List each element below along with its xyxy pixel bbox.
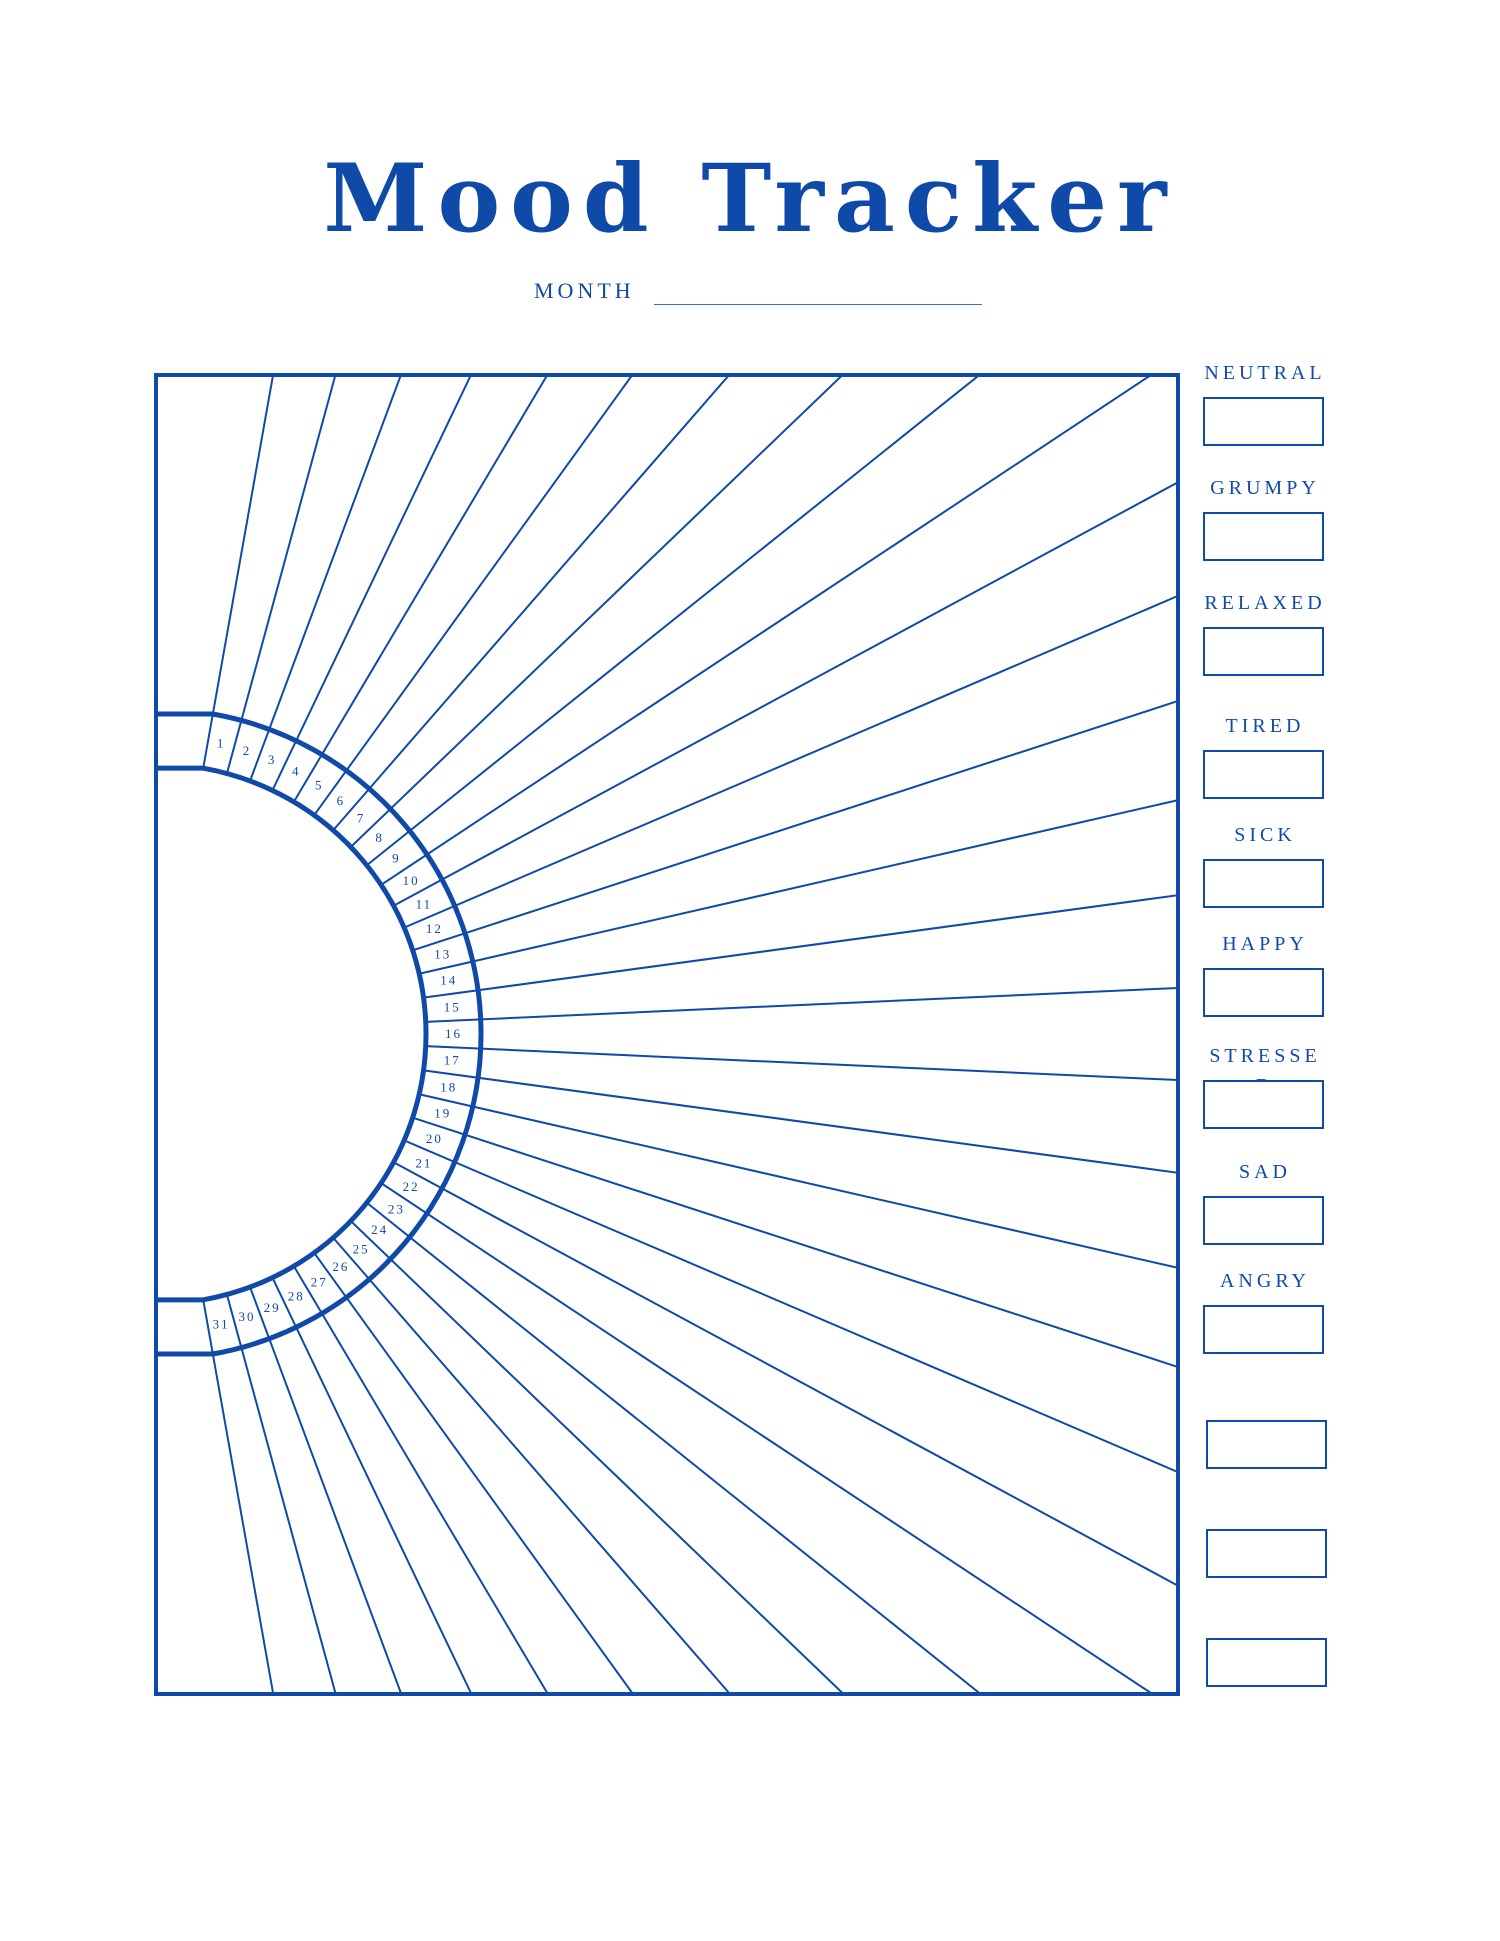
ray-line <box>313 1252 634 1695</box>
day-number: 19 <box>434 1105 451 1120</box>
day-number: 9 <box>392 851 401 866</box>
mood-label: SICK <box>1234 824 1296 846</box>
mood-color-box[interactable] <box>1206 1529 1327 1578</box>
day-number: 8 <box>375 830 384 845</box>
day-number: 16 <box>445 1026 462 1041</box>
mood-color-box[interactable] <box>1203 1196 1324 1245</box>
mood-color-box[interactable] <box>1203 512 1324 561</box>
ray-line <box>380 1182 1154 1695</box>
month-field: MONTH <box>534 274 984 308</box>
day-number: 28 <box>288 1288 305 1303</box>
ray-line <box>225 1294 337 1695</box>
mood-label: HAPPY <box>1222 933 1308 955</box>
ray-line <box>380 374 1152 886</box>
ray-line <box>366 374 980 867</box>
ray-line <box>403 594 1179 929</box>
day-number: 30 <box>238 1309 255 1324</box>
day-number: 14 <box>440 973 457 988</box>
day-number: 17 <box>444 1053 461 1068</box>
day-number: 18 <box>440 1079 457 1094</box>
ray-line <box>350 374 844 848</box>
ray-line <box>271 1277 473 1695</box>
mood-label: RELAXED <box>1204 592 1326 614</box>
mood-color-box[interactable] <box>1203 397 1324 446</box>
ray-line <box>249 1286 403 1695</box>
page-title: Mood Tracker <box>323 144 1177 254</box>
month-input-line[interactable] <box>654 304 982 305</box>
mood-color-box[interactable] <box>1203 1305 1324 1354</box>
ray-line <box>412 1116 1179 1368</box>
day-number: 21 <box>415 1155 432 1170</box>
mood-color-box[interactable] <box>1203 1080 1324 1129</box>
ray-line <box>425 986 1179 1023</box>
day-number: 27 <box>311 1275 328 1290</box>
tracker-frame <box>154 373 1180 1696</box>
outer-ring <box>156 711 484 1357</box>
ray-line <box>423 1069 1179 1174</box>
mood-label: SAD <box>1238 1161 1291 1183</box>
mood-color-box[interactable] <box>1206 1638 1327 1687</box>
ray-line <box>366 1201 982 1695</box>
day-number: 29 <box>264 1300 281 1315</box>
day-number: 20 <box>426 1131 443 1146</box>
mood-label: ANGRY <box>1219 1270 1310 1292</box>
ray-line <box>393 481 1179 907</box>
day-number: 12 <box>426 921 443 936</box>
day-number: 3 <box>268 752 277 767</box>
day-number: 7 <box>357 811 366 826</box>
day-number: 15 <box>444 999 461 1014</box>
day-number: 24 <box>371 1222 388 1237</box>
day-number: 10 <box>403 873 420 888</box>
ray-line <box>418 799 1179 975</box>
day-number: 2 <box>243 743 252 758</box>
day-number: 11 <box>416 897 433 912</box>
day-number: 25 <box>353 1241 370 1256</box>
ray-line <box>423 894 1179 999</box>
ray-line <box>332 374 730 831</box>
month-label: MONTH <box>534 278 635 303</box>
ray-line <box>292 1265 549 1695</box>
ray-line <box>225 374 337 774</box>
ray-line <box>313 374 634 816</box>
day-number: 26 <box>332 1259 349 1274</box>
inner-ring <box>156 765 429 1303</box>
day-number: 6 <box>337 793 346 808</box>
ray-line <box>403 1139 1179 1474</box>
ray-line <box>332 1237 731 1695</box>
day-number: 5 <box>315 777 324 792</box>
day-number: 1 <box>217 736 226 751</box>
mood-color-box[interactable] <box>1203 968 1324 1017</box>
ray-line <box>249 374 402 782</box>
ray-line <box>350 1220 845 1695</box>
day-number: 22 <box>403 1179 420 1194</box>
day-number: 4 <box>292 764 301 779</box>
day-number: 13 <box>434 947 451 962</box>
ray-line <box>418 1093 1179 1269</box>
mood-label: GRUMPY <box>1210 477 1320 499</box>
mood-label: TIRED <box>1225 715 1305 737</box>
mood-color-box[interactable] <box>1206 1420 1327 1469</box>
day-number: 23 <box>388 1201 405 1216</box>
day-number: 31 <box>213 1316 230 1331</box>
mood-color-box[interactable] <box>1203 750 1324 799</box>
ray-line <box>425 1045 1179 1082</box>
ray-line <box>271 374 472 791</box>
ray-line <box>202 374 275 769</box>
mood-color-box[interactable] <box>1203 859 1324 908</box>
mood-label: NEUTRAL <box>1204 362 1326 384</box>
ray-line <box>412 700 1179 952</box>
ray-line <box>393 1161 1179 1587</box>
ray-line <box>292 374 549 803</box>
ray-line <box>202 1299 275 1695</box>
mood-color-box[interactable] <box>1203 627 1324 676</box>
